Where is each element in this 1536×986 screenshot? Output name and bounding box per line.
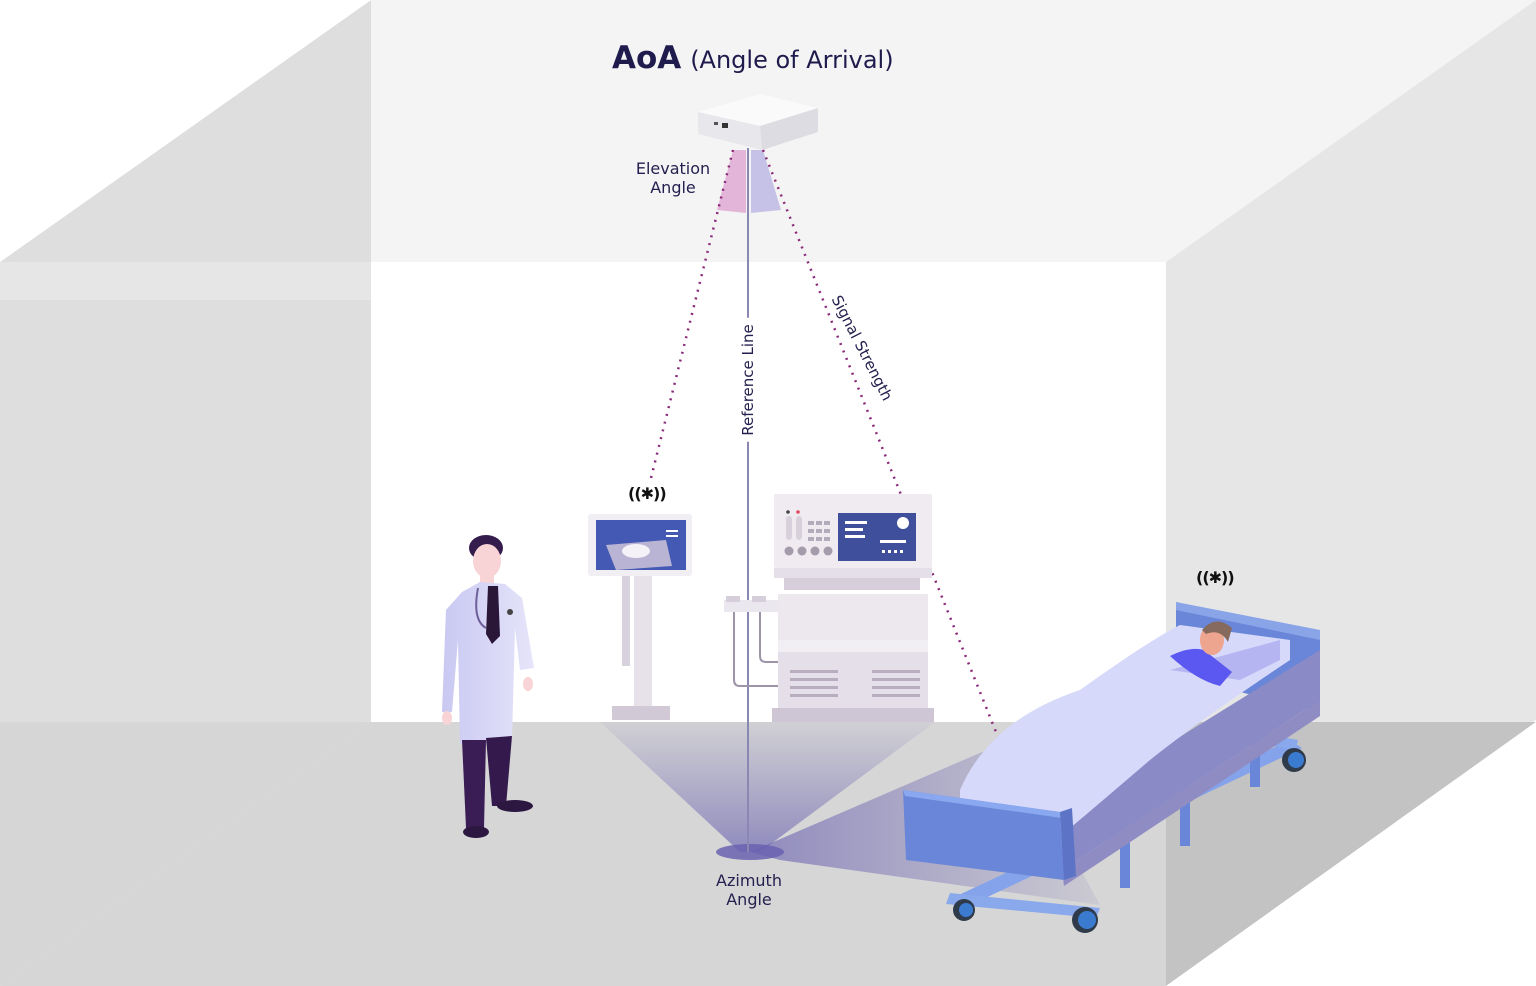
hospital-bed (903, 602, 1320, 933)
reference-line-label: Reference Line (739, 318, 757, 442)
ultrasound-monitor (588, 514, 692, 720)
azimuth-angle-label: Azimuth Angle (716, 871, 782, 910)
elevation-angle-label: Elevation Angle (635, 159, 711, 198)
floor (0, 722, 1166, 986)
azimuth-marker (716, 844, 784, 860)
bluetooth-tag-icon-ultrasound: ((✱)) (628, 484, 667, 503)
bed-wheels (953, 748, 1306, 933)
doctor-figure (442, 535, 534, 838)
bluetooth-tag-icon-patient: ((✱)) (1196, 568, 1235, 587)
title-abbreviation: AoA (612, 40, 682, 76)
title-full: (Angle of Arrival) (690, 46, 894, 74)
elevation-angle-wedges (717, 150, 781, 213)
signal-lines (648, 149, 1002, 743)
anesthesia-machine (724, 494, 934, 722)
diagram-title: AoA (Angle of Arrival) (612, 40, 894, 76)
aoa-locator-device (698, 94, 818, 150)
